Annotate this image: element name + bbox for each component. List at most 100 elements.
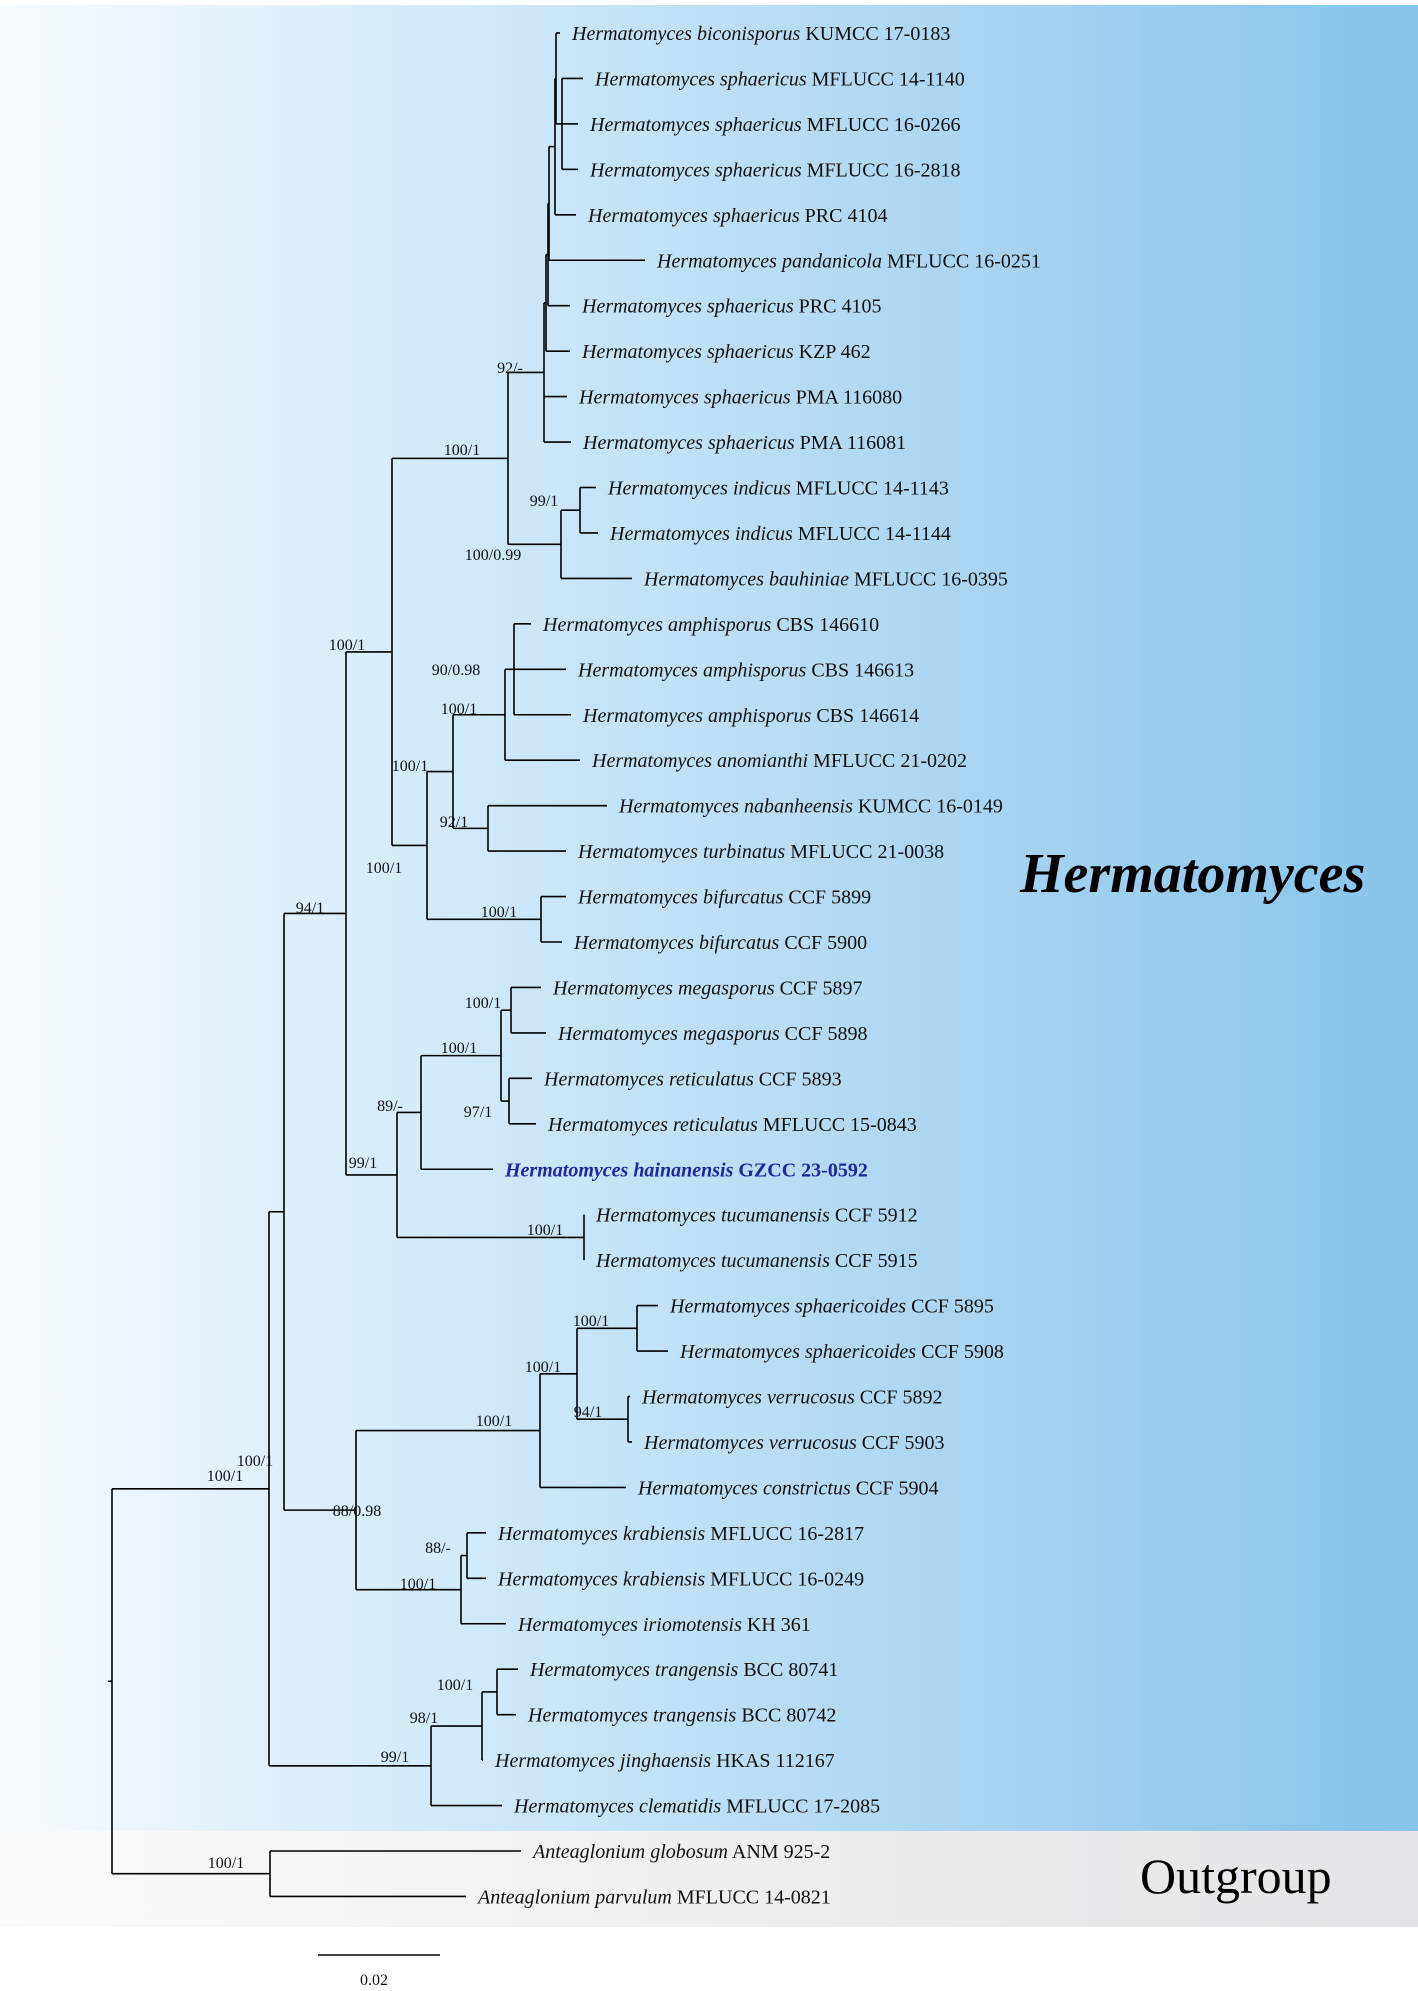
taxon-epithet: reticulatus [668,1114,758,1136]
taxon-genus: Hermatomyces [578,387,699,409]
taxon-label: Hermatomyces indicus MFLUCC 14-1144 [609,523,951,545]
taxon-strain: CCF 5904 [851,1477,939,1499]
taxon-strain: ANM 925-2 [728,1841,830,1863]
taxon-label: Hermatomyces indicus MFLUCC 14-1143 [607,478,949,500]
taxon-epithet: hainanensis [628,1159,733,1181]
taxon-strain: CCF 5899 [783,887,871,909]
taxon-label: Hermatomyces turbinatus MFLUCC 21-0038 [577,841,944,863]
taxon-epithet: turbinatus [698,841,785,863]
taxon-epithet: trangensis [648,1705,737,1727]
taxon-epithet: bifurcatus [694,932,780,954]
taxon-epithet: reticulatus [664,1068,754,1090]
taxon-epithet: globosum [645,1841,728,1863]
taxon-label: Hermatomyces sphaericoides CCF 5895 [669,1296,994,1318]
taxon-genus: Hermatomyces [589,114,710,136]
support-value: 89/- [377,1098,403,1115]
taxon-epithet: sphaericus [708,205,800,227]
taxon-strain: KUMCC 17-0183 [800,23,950,45]
taxon-label: Hermatomyces sphaericus PMA 116081 [582,432,906,454]
taxon-genus: Hermatomyces [618,796,739,818]
taxon-strain: MFLUCC 16-0249 [705,1568,864,1590]
support-value: 99/1 [349,1155,377,1172]
taxon-genus: Hermatomyces [641,1387,762,1409]
taxon-genus: Hermatomyces [587,205,708,227]
support-value: 100/1 [465,995,501,1012]
taxon-strain: MFLUCC 15-0843 [758,1114,917,1136]
taxon-label: Hermatomyces megasporus CCF 5898 [557,1023,867,1045]
taxon-label: Hermatomyces sphaericus MFLUCC 14-1140 [594,68,965,90]
taxon-strain: KUMCC 16-0149 [853,796,1003,818]
taxon-label: Hermatomyces sphaericus PRC 4104 [587,205,887,227]
taxon-genus: Hermatomyces [552,977,673,999]
taxon-label: Hermatomyces bauhiniae MFLUCC 16-0395 [643,568,1008,590]
taxon-epithet: megasporus [673,977,775,999]
support-value: 100/1 [329,637,365,654]
support-value: 97/1 [464,1104,492,1121]
taxon-strain: GZCC 23-0592 [733,1159,867,1181]
taxon-strain: MFLUCC 14-1140 [807,68,965,90]
taxon-epithet: parvulum [590,1886,672,1908]
taxon-strain: CCF 5903 [857,1432,945,1454]
taxon-genus: Hermatomyces [577,841,698,863]
taxon-epithet: anomianthi [712,750,808,772]
taxon-label: Hermatomyces sphaericus KZP 462 [581,341,871,363]
taxon-epithet: clematidis [634,1796,721,1818]
taxon-label: Hermatomyces bifurcatus CCF 5900 [573,932,867,954]
outgroup-clade-label: Outgroup [1140,1848,1332,1904]
support-value: 92/- [497,360,523,377]
taxon-genus: Anteaglonium [476,1886,590,1908]
taxon-epithet: sphaericus [703,432,795,454]
taxon-epithet: sphaericus [710,159,802,181]
support-value: 100/0.99 [465,547,521,564]
taxon-labels: Hermatomyces biconisporus KUMCC 17-0183H… [476,23,1041,1908]
taxon-epithet: indicus [728,478,791,500]
taxon-epithet: sphaericus [710,114,802,136]
taxon-strain: MFLUCC 16-2818 [802,159,961,181]
taxon-strain: CCF 5900 [779,932,867,954]
taxon-epithet: amphisporus [703,705,812,727]
taxon-epithet: sphaericus [702,341,794,363]
taxon-epithet: krabiensis [618,1568,705,1590]
taxon-strain: HKAS 112167 [711,1750,835,1772]
taxon-strain: MFLUCC 14-1144 [793,523,951,545]
taxon-strain: BCC 80741 [738,1659,838,1681]
support-value: 99/1 [381,1749,409,1766]
taxon-label: Hermatomyces anomianthi MFLUCC 21-0202 [591,750,967,772]
support-value: 100/1 [400,1576,436,1593]
taxon-label: Hermatomyces reticulatus CCF 5893 [543,1068,842,1090]
taxon-strain: KH 361 [742,1614,811,1636]
outgroup-background [0,1831,1418,1927]
taxon-genus: Hermatomyces [595,1205,716,1227]
taxon-strain: MFLUCC 14-0821 [672,1886,831,1908]
taxon-label: Hermatomyces trangensis BCC 80741 [529,1659,838,1681]
taxon-label: Hermatomyces sphaericus MFLUCC 16-0266 [589,114,961,136]
taxon-genus: Hermatomyces [542,614,663,636]
taxon-epithet: sphaericus [702,296,794,318]
taxon-label: Hermatomyces jinghaensis HKAS 112167 [494,1750,835,1772]
taxon-genus: Hermatomyces [594,68,715,90]
taxon-label: Hermatomyces clematidis MFLUCC 17-2085 [513,1796,880,1818]
taxon-epithet: sphaericoides [790,1296,906,1318]
taxon-strain: MFLUCC 16-2817 [705,1523,864,1545]
support-value: 94/1 [574,1404,602,1421]
taxon-label: Hermatomyces bifurcatus CCF 5899 [577,887,871,909]
taxon-epithet: tucumanensis [716,1205,830,1227]
taxon-strain: CCF 5892 [855,1387,943,1409]
taxon-label: Hermatomyces nabanheensis KUMCC 16-0149 [618,796,1003,818]
taxon-label: Anteaglonium parvulum MFLUCC 14-0821 [476,1886,831,1908]
taxon-genus: Hermatomyces [577,887,698,909]
taxon-genus: Hermatomyces [582,705,703,727]
taxon-label: Hermatomyces verrucosus CCF 5903 [643,1432,945,1454]
taxon-epithet: megasporus [678,1023,780,1045]
taxon-genus: Hermatomyces [581,341,702,363]
taxon-strain: BCC 80742 [736,1705,836,1727]
taxon-epithet: sphaericoides [800,1341,916,1363]
taxon-label: Hermatomyces hainanensis GZCC 23-0592 [504,1159,868,1181]
support-value: 100/1 [525,1359,561,1376]
taxon-epithet: verrucosus [762,1387,855,1409]
taxon-genus: Hermatomyces [607,478,728,500]
support-value: 90/0.98 [432,662,480,679]
taxon-label: Hermatomyces pandanicola MFLUCC 16-0251 [656,250,1041,272]
taxon-label: Hermatomyces amphisporus CBS 146610 [542,614,879,636]
taxon-epithet: sphaericus [715,68,807,90]
